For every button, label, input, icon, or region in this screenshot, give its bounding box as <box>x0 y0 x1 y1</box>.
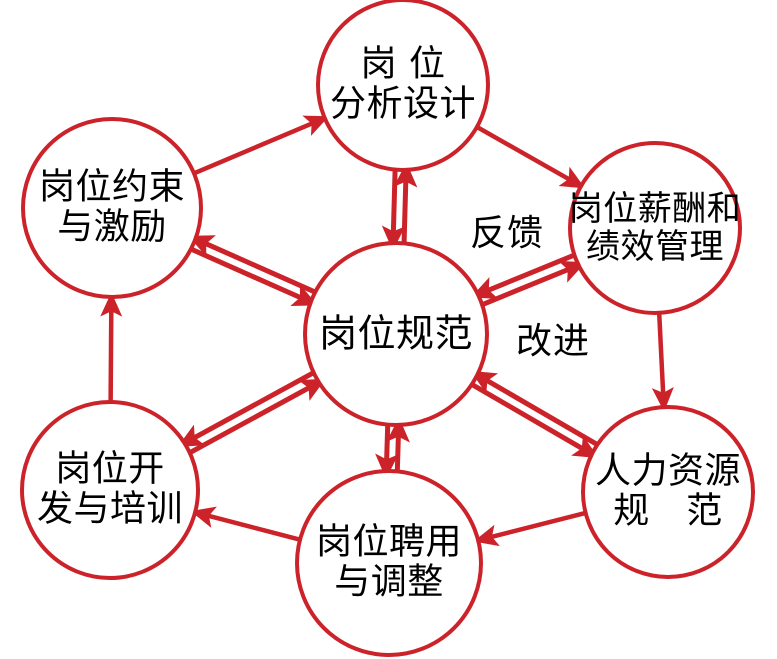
node-circle-job-specification[interactable] <box>303 241 489 427</box>
spoke-center-analysis-inbound <box>381 164 406 251</box>
node-circle-layer <box>20 0 755 657</box>
node-circle-job-development-training[interactable] <box>20 400 200 580</box>
spoke-center-hr-outbound <box>466 379 599 459</box>
spoke-center-compensation-outbound <box>476 260 586 309</box>
edge-constraint-to-analysis[interactable] <box>187 115 330 178</box>
spoke-center-constraint[interactable] <box>185 234 321 307</box>
node-circle-human-resource-spec[interactable] <box>581 405 755 579</box>
edge-development-to-constraint[interactable] <box>100 292 123 409</box>
ring-edge-layer <box>100 115 674 547</box>
spoke-center-constraint-inbound <box>185 244 318 307</box>
spoke-center-development-outbound <box>177 368 320 448</box>
spoke-center-hiring[interactable] <box>375 417 410 479</box>
spoke-center-compensation[interactable] <box>470 250 586 309</box>
node-circle-job-analysis-design[interactable] <box>316 0 490 172</box>
spoke-center-hiring-inbound <box>386 417 410 477</box>
spoke-edge-layer <box>177 162 603 479</box>
edge-compensation-to-hr[interactable] <box>651 306 674 412</box>
spoke-center-analysis-outbound <box>393 162 418 249</box>
spoke-center-compensation-inbound <box>470 250 580 299</box>
spoke-center-hiring-outbound <box>375 419 399 479</box>
edge-hr-to-hiring[interactable] <box>473 509 592 547</box>
spoke-center-analysis[interactable] <box>381 162 418 251</box>
spoke-center-constraint-outbound <box>188 234 321 297</box>
edge-hiring-to-development[interactable] <box>190 506 307 544</box>
node-circle-job-hiring-adjustment[interactable] <box>295 469 483 657</box>
edge-analysis-to-compensation[interactable] <box>470 122 586 189</box>
node-circle-job-constraint-incentive[interactable] <box>21 117 203 299</box>
node-circle-job-compensation-performance[interactable] <box>568 141 742 315</box>
spoke-center-development[interactable] <box>177 368 326 458</box>
spoke-center-hr-inbound <box>470 370 603 450</box>
spoke-center-development-inbound <box>184 377 326 458</box>
spoke-center-hr[interactable] <box>466 370 603 459</box>
